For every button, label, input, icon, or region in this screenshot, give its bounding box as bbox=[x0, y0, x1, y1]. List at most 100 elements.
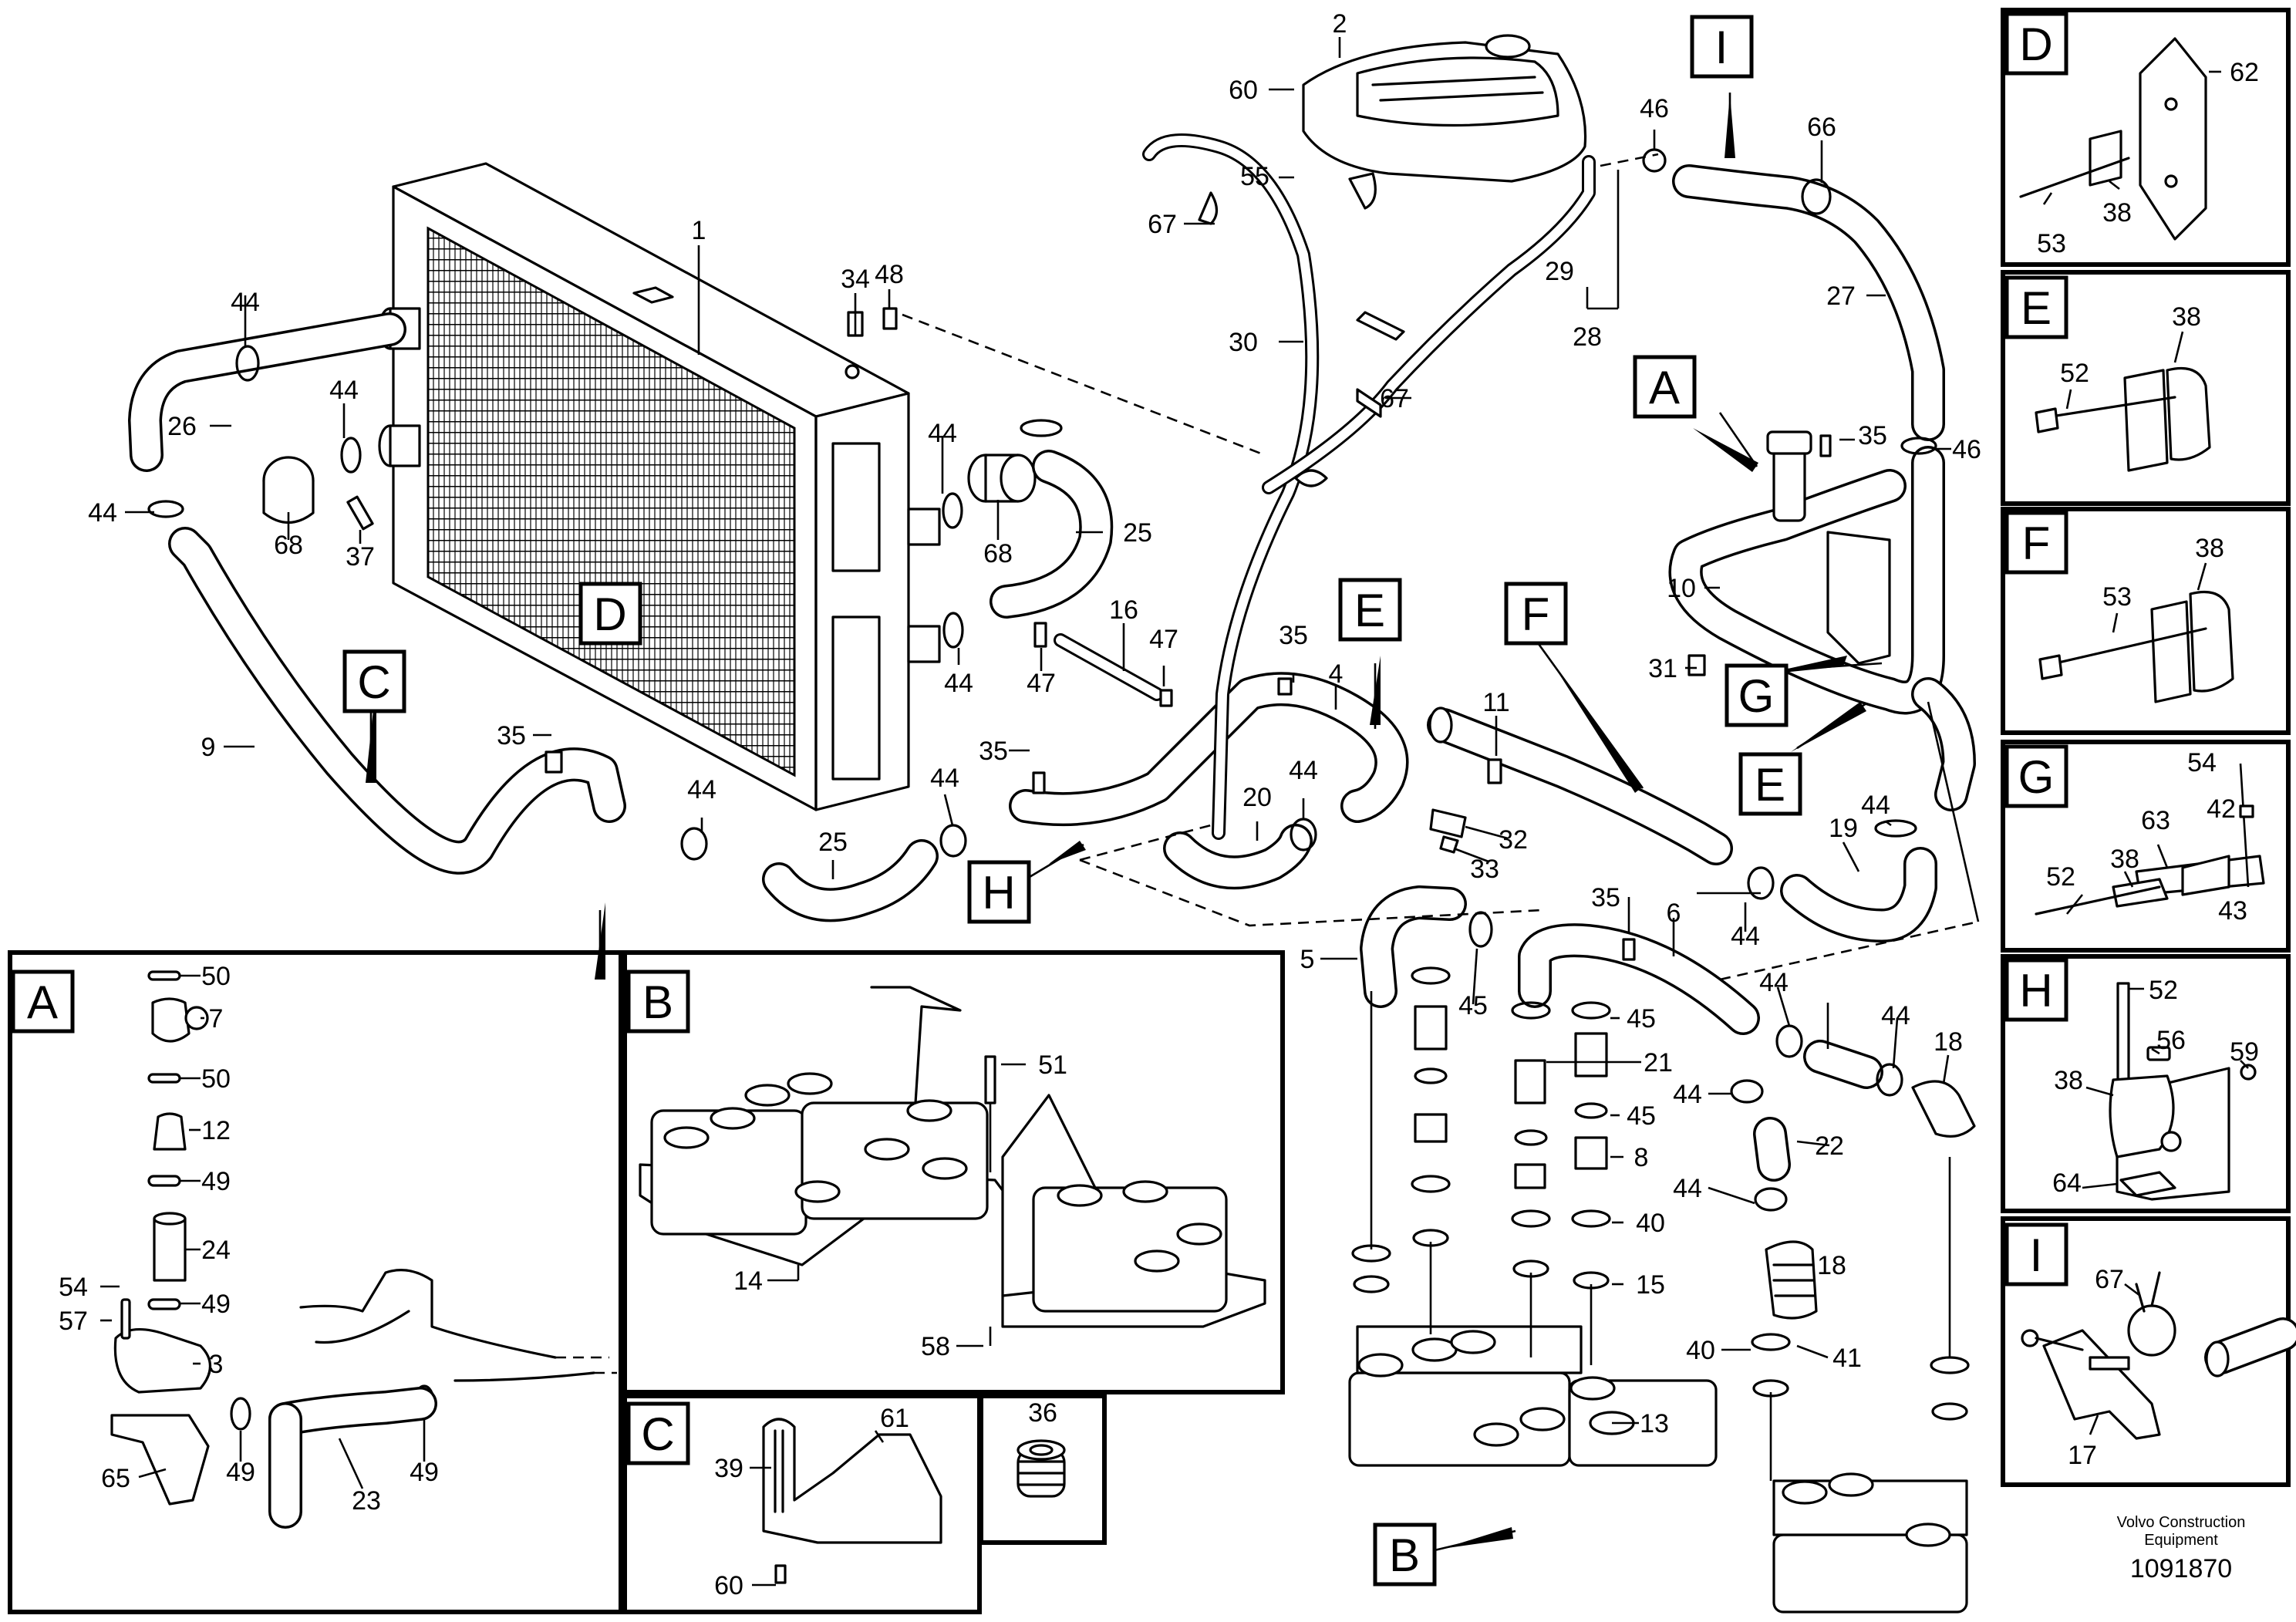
detail-panel-36 bbox=[979, 1394, 1107, 1545]
callout: 44 bbox=[329, 376, 359, 405]
callout: 41 bbox=[1832, 1344, 1862, 1373]
callout: 15 bbox=[1636, 1270, 1665, 1300]
plug-68-left bbox=[262, 456, 315, 524]
pipe-29 bbox=[1262, 155, 1596, 494]
callout-numbers: 1 2 60 55 67 30 67 29 28 46 66 27 46 35 … bbox=[59, 9, 2259, 1600]
callout: 14 bbox=[733, 1266, 763, 1296]
callout: 54 bbox=[59, 1273, 88, 1302]
callout: 26 bbox=[167, 412, 197, 441]
view-letter-e: E bbox=[1755, 759, 1785, 811]
callout: 59 bbox=[2230, 1037, 2259, 1067]
panel-letter-b: B bbox=[642, 976, 673, 1028]
callout: 23 bbox=[352, 1486, 381, 1516]
callout: 44 bbox=[1861, 791, 1890, 820]
callout: 35 bbox=[1858, 421, 1887, 450]
callout: 30 bbox=[1229, 328, 1258, 357]
detail-panel-d bbox=[2001, 8, 2291, 267]
callout: 48 bbox=[875, 260, 904, 289]
callout: 49 bbox=[226, 1458, 255, 1487]
detail-panel-h bbox=[2001, 954, 2291, 1213]
callout: 12 bbox=[201, 1116, 231, 1145]
view-letter-f: F bbox=[1522, 588, 1550, 640]
callout: 65 bbox=[101, 1464, 130, 1493]
callout: 46 bbox=[1640, 94, 1669, 123]
plug-68-right bbox=[967, 454, 1037, 503]
callout: 67 bbox=[2095, 1265, 2124, 1294]
callout: 58 bbox=[921, 1332, 950, 1361]
detail-panel-i bbox=[2001, 1216, 2296, 1487]
view-letter-b: B bbox=[1389, 1529, 1420, 1581]
pipe-11 bbox=[1427, 706, 1733, 865]
callout: 38 bbox=[2102, 198, 2132, 228]
callout: 49 bbox=[201, 1290, 231, 1319]
callout: 40 bbox=[1636, 1209, 1665, 1238]
expansion-tank bbox=[1302, 34, 1587, 210]
callout: 4 bbox=[1329, 659, 1344, 689]
callout: 25 bbox=[818, 828, 848, 857]
callout: 44 bbox=[930, 764, 959, 793]
pipe-30 bbox=[1142, 133, 1320, 840]
callout: 61 bbox=[880, 1404, 909, 1433]
callout: 20 bbox=[1242, 783, 1272, 812]
callout: 53 bbox=[2102, 582, 2132, 612]
callout: 39 bbox=[714, 1454, 743, 1483]
cooler-bottom-right bbox=[1772, 1472, 1968, 1614]
callout: 50 bbox=[201, 962, 231, 991]
callout: 44 bbox=[1731, 922, 1760, 951]
panel-letter-a: A bbox=[27, 976, 58, 1028]
callout-leaders bbox=[125, 37, 1951, 1425]
view-letter-boxes bbox=[11, 12, 2068, 1587]
hose-20 bbox=[1163, 824, 1313, 890]
callout: 44 bbox=[231, 288, 260, 317]
callout: 44 bbox=[1759, 968, 1789, 997]
cooler-13-left bbox=[1348, 1325, 1583, 1467]
callout: 36 bbox=[1028, 1398, 1057, 1428]
hose-26 bbox=[128, 312, 406, 472]
cooler-13-right bbox=[1568, 1376, 1718, 1467]
view-letter-g: G bbox=[1738, 670, 1775, 722]
callout: 13 bbox=[1640, 1409, 1669, 1438]
radiator bbox=[392, 162, 910, 811]
stack-8 bbox=[1571, 1001, 1611, 1365]
callout: 18 bbox=[1934, 1027, 1963, 1057]
pipe-10 bbox=[1668, 446, 1976, 811]
callout: 44 bbox=[944, 669, 973, 698]
panel-letter-g: G bbox=[2018, 751, 2055, 803]
callout: 32 bbox=[1499, 825, 1528, 855]
callout: 44 bbox=[1673, 1174, 1702, 1203]
callout: 44 bbox=[928, 419, 957, 448]
callout: 49 bbox=[410, 1458, 439, 1487]
callout: 67 bbox=[1380, 384, 1409, 413]
callout: 52 bbox=[2149, 976, 2178, 1005]
callout: 38 bbox=[2195, 534, 2224, 563]
callout: 64 bbox=[2052, 1168, 2082, 1198]
callout: 50 bbox=[201, 1064, 231, 1094]
callout: 9 bbox=[201, 733, 216, 762]
panel-letter-f: F bbox=[2022, 518, 2051, 569]
panel-letter-d: D bbox=[2019, 19, 2052, 70]
callout: 7 bbox=[209, 1004, 224, 1034]
callout: 29 bbox=[1545, 257, 1574, 286]
callout: 3 bbox=[209, 1350, 224, 1379]
callout: 68 bbox=[983, 539, 1013, 568]
credit-line-2: Equipment bbox=[2144, 1532, 2218, 1549]
document-number: 1091870 bbox=[2130, 1554, 2232, 1583]
callout: 8 bbox=[1634, 1143, 1649, 1172]
callout: 52 bbox=[2060, 359, 2089, 388]
callout: 57 bbox=[59, 1307, 88, 1336]
callout: 17 bbox=[2068, 1441, 2097, 1470]
callout: 67 bbox=[1148, 210, 1177, 239]
callout: 45 bbox=[1458, 991, 1488, 1020]
hose-25-upper bbox=[990, 450, 1114, 619]
callout: 66 bbox=[1807, 113, 1836, 142]
hose-19 bbox=[1780, 847, 1937, 943]
callout: 6 bbox=[1667, 899, 1681, 928]
callout: 38 bbox=[2110, 845, 2139, 874]
callout: 38 bbox=[2054, 1066, 2083, 1095]
callout: 18 bbox=[1817, 1251, 1846, 1280]
callout: 47 bbox=[1027, 669, 1056, 698]
panel-letter-h: H bbox=[2019, 965, 2052, 1017]
callout: 16 bbox=[1109, 595, 1138, 625]
view-letter-e: E bbox=[1354, 585, 1385, 636]
callout: 22 bbox=[1815, 1131, 1844, 1161]
